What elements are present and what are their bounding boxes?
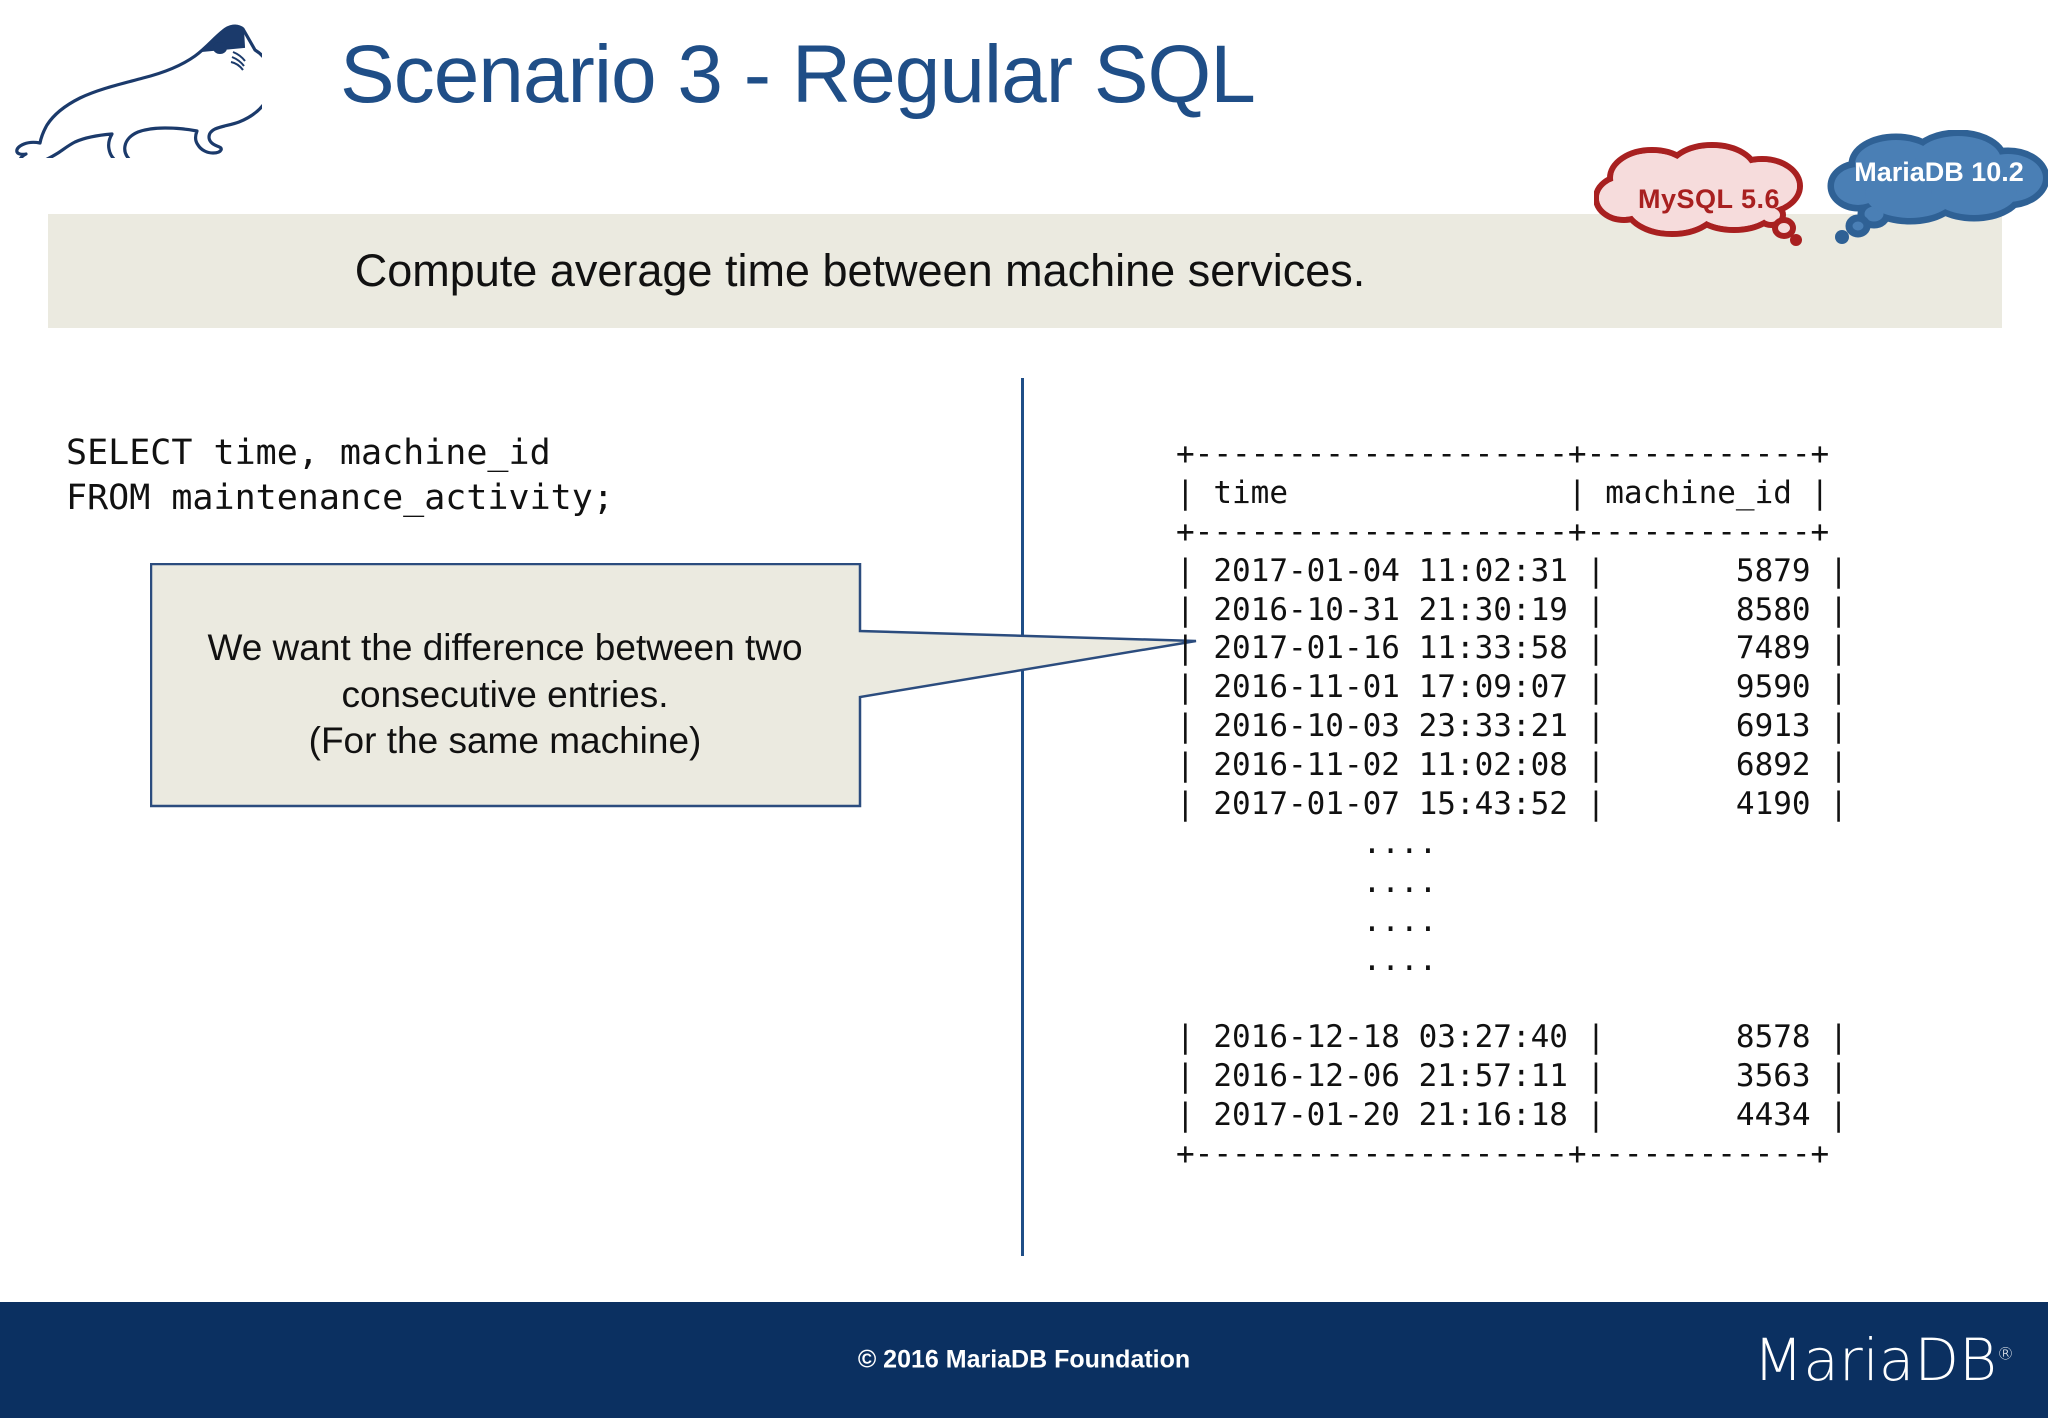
- table-row: | 2017-01-16 11:33:58 | 7489 |: [1176, 630, 1848, 667]
- subtitle-text: Compute average time between machine ser…: [354, 245, 1366, 296]
- thought-bubble-mysql: MySQL 5.6: [1593, 140, 1824, 265]
- table-row: | 2017-01-04 11:02:31 | 5879 |: [1176, 552, 1848, 589]
- sql-code-block: SELECT time, machine_id FROM maintenance…: [66, 433, 614, 518]
- table-row: | 2016-10-03 23:33:21 | 6913 |: [1176, 708, 1848, 745]
- registered-trademark-icon: ®: [1997, 1344, 2014, 1365]
- callout-text: We want the difference between two conse…: [207, 627, 803, 762]
- table-spacer-row: .: [1176, 980, 1195, 1016]
- bubble-label-mariadb: MariaDB 10.2: [1854, 157, 2024, 187]
- table-row: | 2016-11-02 11:02:08 | 6892 |: [1176, 747, 1848, 784]
- footer-bar: © 2016 MariaDB Foundation MariaDB®: [0, 1302, 2048, 1418]
- table-ellipsis-row: ....: [1176, 824, 1438, 861]
- query-result-table: +--------------------+------------+ | ti…: [1176, 435, 1848, 1174]
- table-border-top: +--------------------+------------+: [1176, 436, 1830, 472]
- vertical-divider: [1021, 378, 1024, 1256]
- table-border-mid: +--------------------+------------+: [1176, 513, 1830, 550]
- table-row: | 2017-01-20 21:16:18 | 4434 |: [1176, 1097, 1848, 1134]
- bubble-label-mysql: MySQL 5.6: [1637, 184, 1781, 214]
- page-title: Scenario 3 - Regular SQL: [340, 29, 1256, 120]
- table-row: | 2016-10-31 21:30:19 | 8580 |: [1176, 591, 1848, 628]
- callout-box: We want the difference between two conse…: [150, 563, 1322, 808]
- table-row: | 2016-12-18 03:27:40 | 8578 |: [1176, 1019, 1848, 1056]
- table-border-bottom: +--------------------+------------+: [1176, 1136, 1830, 1173]
- table-ellipsis-row: ....: [1176, 941, 1438, 978]
- table-row: | 2016-12-06 21:57:11 | 3563 |: [1176, 1058, 1848, 1095]
- table-ellipsis-row: ....: [1176, 902, 1438, 939]
- table-header-row: | time | machine_id |: [1176, 474, 1830, 511]
- mariadb-seal-logo: [12, 8, 274, 167]
- thought-bubble-mariadb: MariaDB 10.2: [1826, 129, 2048, 255]
- table-row: | 2017-01-07 15:43:52 | 4190 |: [1176, 786, 1848, 823]
- footer-copyright: © 2016 MariaDB Foundation: [857, 1345, 1191, 1374]
- table-row: | 2016-11-01 17:09:07 | 9590 |: [1176, 669, 1848, 706]
- table-ellipsis-row: ....: [1176, 863, 1438, 900]
- mariadb-wordmark-logo: MariaDB®: [1753, 1326, 2014, 1394]
- footer-logo-text: MariaDB: [1753, 1326, 1997, 1394]
